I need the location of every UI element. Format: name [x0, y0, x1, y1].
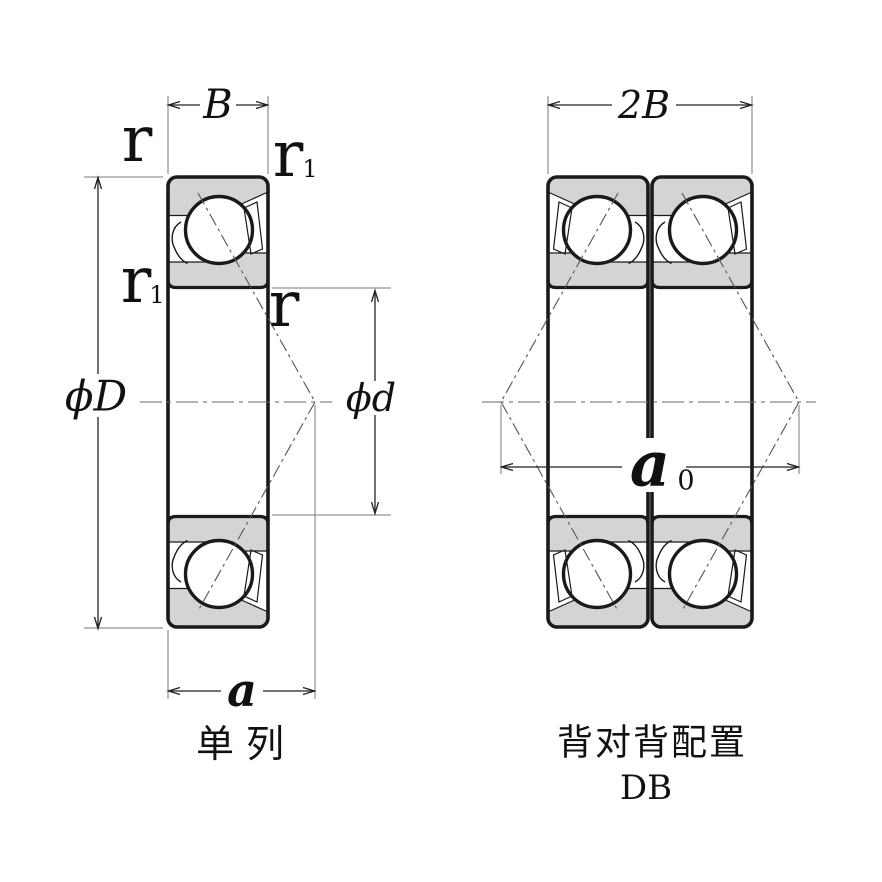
- caption-single-row: 单 列: [196, 722, 284, 766]
- contact-angle-lines-db-left: [500, 192, 619, 612]
- dim-label-center-distance-sub: 0: [677, 466, 694, 497]
- caption-db-arrangement: 背对背配置: [557, 723, 747, 764]
- label-r1-top-right-sub: 1: [302, 155, 317, 183]
- extension-lines-right: [500, 96, 800, 474]
- extension-lines-left: [84, 96, 391, 699]
- dimension-lines-right: [499, 100, 801, 472]
- dim-label-load-center: a: [227, 663, 257, 717]
- dim-label-bore-diameter: ϕd: [346, 376, 396, 420]
- label-db-code: DB: [620, 768, 672, 808]
- label-r1-mid-left: r: [121, 244, 152, 318]
- label-backing: [622, 438, 682, 492]
- single-row-view: B r r 1 r 1 r ϕD ϕd a 单 列: [65, 82, 396, 766]
- contact-angle-lines-db-right: [681, 192, 800, 612]
- dim-label-center-distance: a: [630, 428, 670, 501]
- dim-label-outer-diameter: ϕD: [65, 372, 127, 421]
- dim-label-width: B: [202, 82, 232, 128]
- dim-label-width-2b: 2B: [617, 83, 670, 127]
- dimension-lines-left: [93, 100, 380, 696]
- label-r1-mid-left-sub: 1: [149, 281, 164, 309]
- label-r-top-left: r: [122, 103, 153, 177]
- label-r-mid-right: r: [269, 268, 300, 342]
- label-r1-top-right: r: [273, 118, 304, 192]
- db-arrangement-view: 2B a 0 背对背配置 DB: [482, 83, 816, 808]
- contact-angle-lines-single: [197, 192, 316, 612]
